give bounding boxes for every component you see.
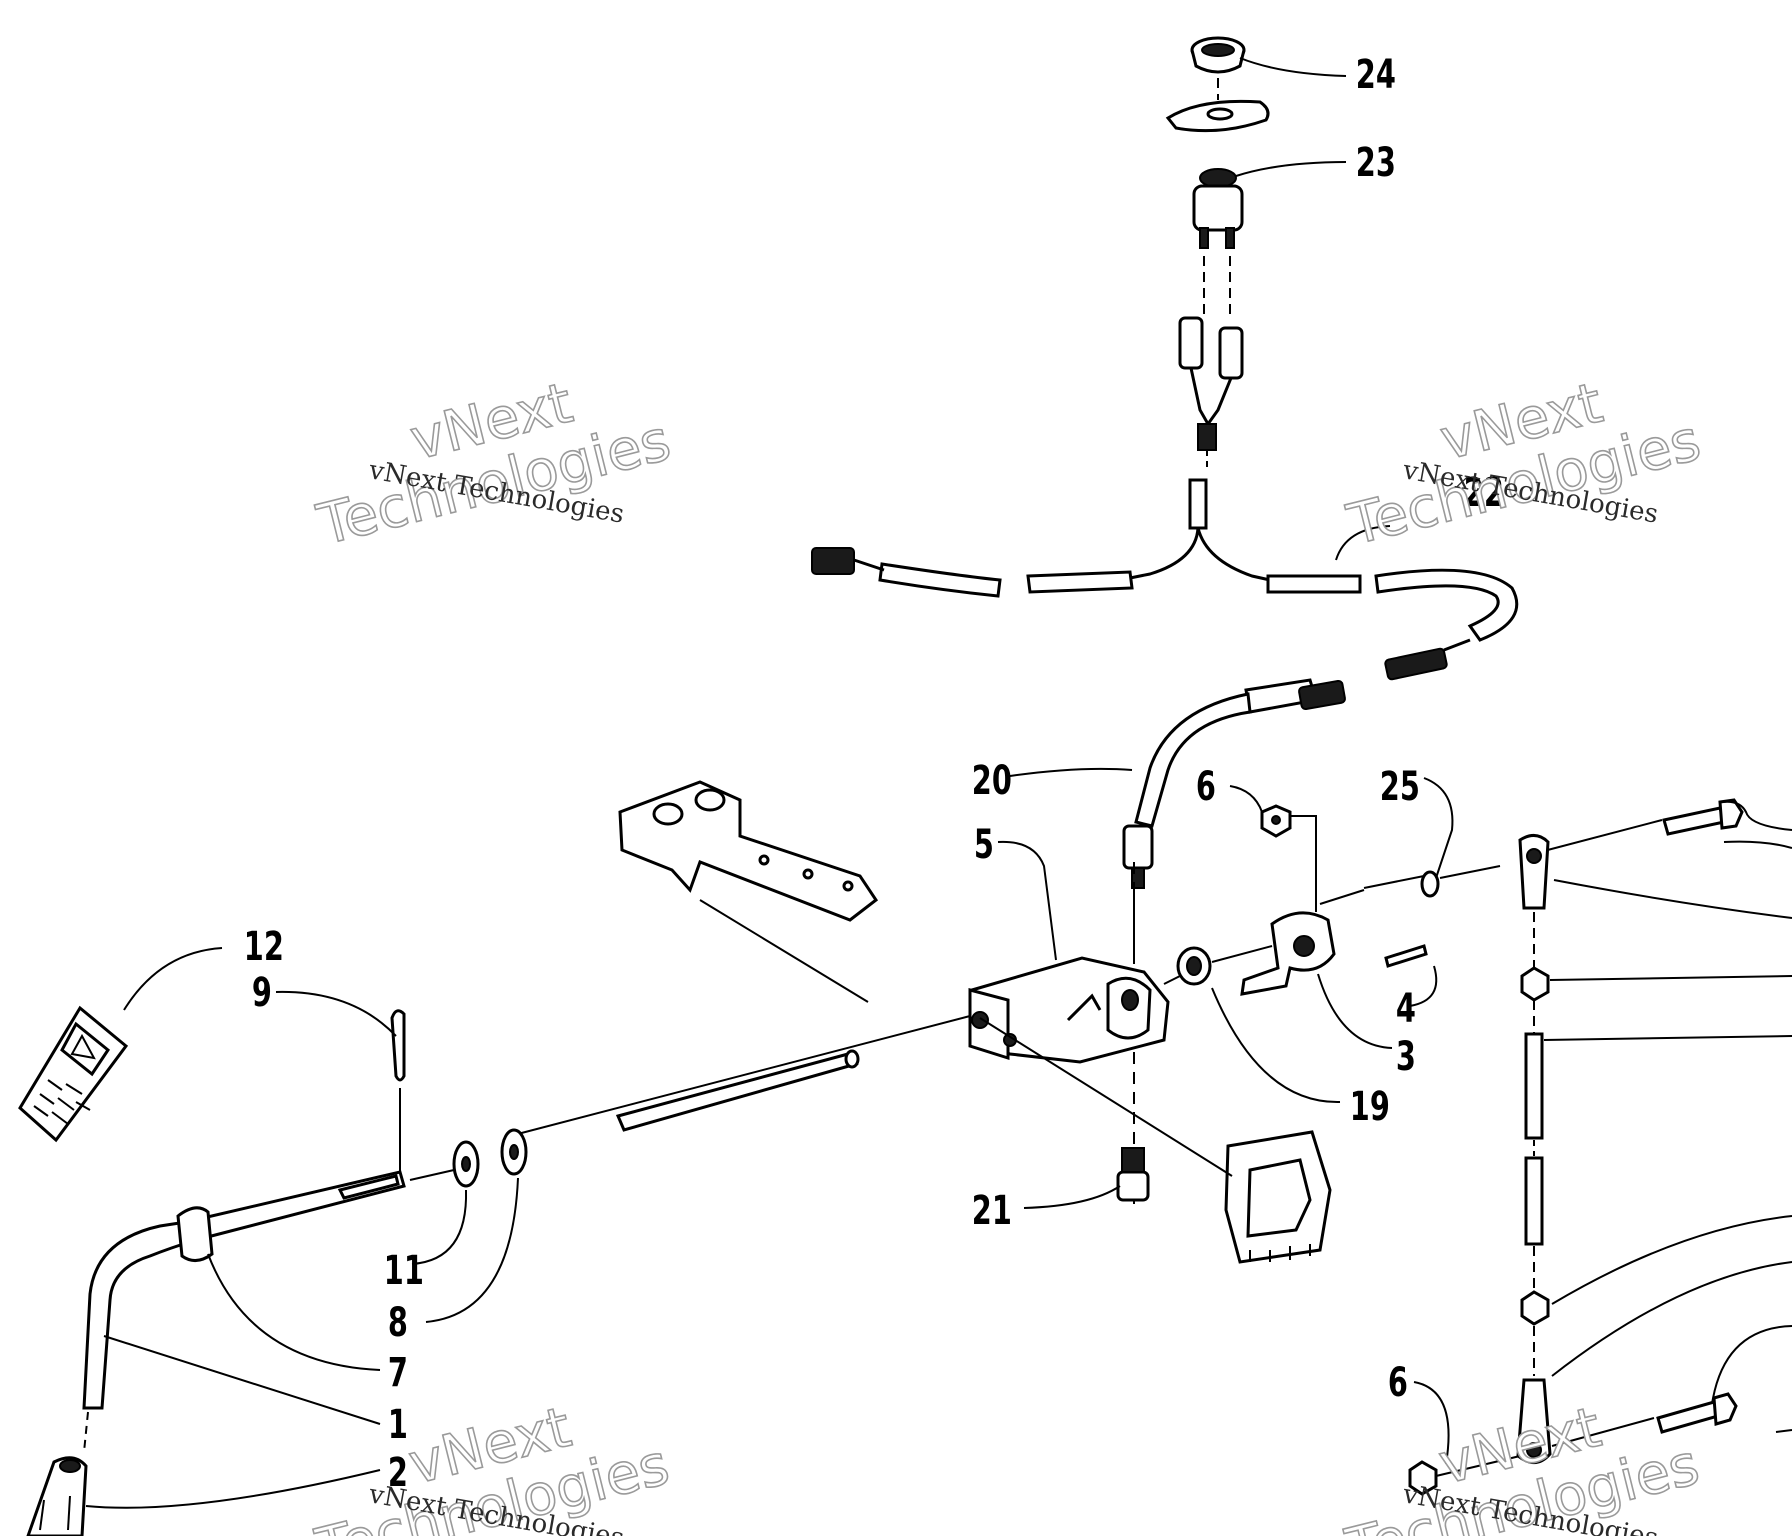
part-3-arm	[1240, 911, 1336, 996]
callout-19: 19	[1350, 1084, 1390, 1130]
part-6-nut-top	[1260, 804, 1292, 838]
part-8-washer	[500, 1128, 528, 1176]
callout-23: 23	[1356, 140, 1396, 186]
part-1-lever	[82, 1170, 406, 1410]
part-22-harness	[811, 478, 1519, 681]
callout-6-bottom: 6	[1388, 1360, 1408, 1406]
callout-4: 4	[1396, 986, 1416, 1032]
callout-2: 2	[388, 1450, 408, 1496]
callout-22: 22	[1464, 470, 1504, 516]
callout-labels: 24 23 22 20 5 6 25 12 9 4 3 19 21 11 8 7…	[244, 52, 1504, 1496]
callout-24: 24	[1356, 52, 1396, 98]
leader-lines	[85, 57, 1792, 1509]
callout-1: 1	[388, 1402, 408, 1448]
mounting-block	[1224, 1130, 1332, 1264]
part-11-washer	[452, 1140, 480, 1188]
part-24-cap	[1190, 36, 1246, 74]
part-7-clip	[176, 1206, 214, 1262]
callout-25: 25	[1380, 764, 1420, 810]
callout-8: 8	[388, 1300, 408, 1346]
part-2-grip	[26, 1456, 88, 1536]
callout-12: 12	[244, 924, 284, 970]
callout-21: 21	[972, 1188, 1012, 1234]
part-22-connector-top	[1178, 316, 1244, 472]
callout-7: 7	[388, 1350, 408, 1396]
part-25-washer	[1420, 870, 1440, 898]
part-23-switch	[1192, 168, 1244, 249]
washer-plate	[1165, 99, 1270, 133]
right-rod-assembly	[1408, 798, 1792, 1496]
part-20-wire-lead	[1122, 678, 1346, 889]
callout-6-top: 6	[1196, 764, 1216, 810]
part-9-cotter-pin	[390, 1009, 406, 1174]
part-5-switch-body	[968, 956, 1170, 1064]
callout-9: 9	[252, 970, 272, 1016]
callout-5: 5	[974, 822, 994, 868]
part-shaft	[615, 1049, 860, 1132]
part-12-decal	[18, 1005, 129, 1143]
callout-20: 20	[972, 758, 1012, 804]
callout-11: 11	[384, 1248, 424, 1294]
part-21-plug	[1116, 1147, 1150, 1202]
part-19-bushing	[1176, 946, 1212, 986]
callout-3: 3	[1396, 1034, 1416, 1080]
part-4-pin	[1384, 944, 1428, 968]
bracket-plate	[618, 780, 879, 922]
